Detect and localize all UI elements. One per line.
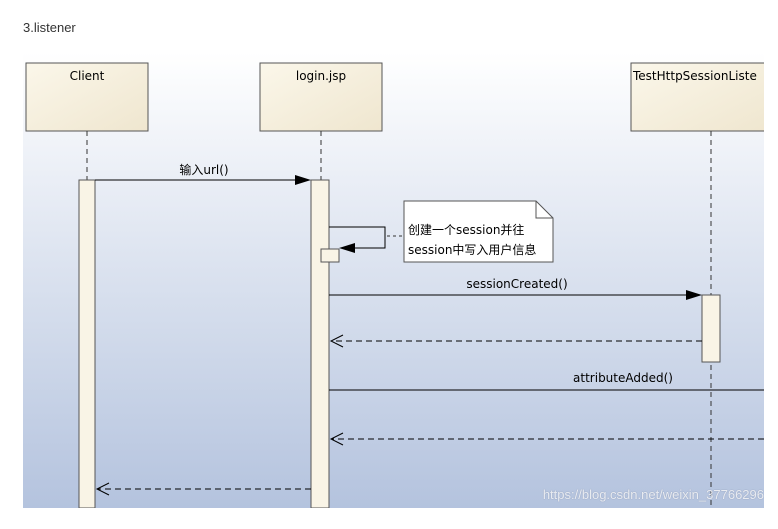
message-self-call [329,226,386,253]
message-session-created: sessionCreated() [329,277,702,300]
lifeline-client-box [25,62,149,132]
lifeline-login-jsp-box [259,62,383,132]
lifeline-client-label: Client [70,69,105,83]
lifeline-login-jsp: login.jsp [259,62,383,132]
lifeline-listener: TestHttpSessionListe [630,62,764,132]
note-line-2: session中写入用户信息 [408,242,536,257]
section-heading: 3.listener [23,20,76,35]
login-self-activation [320,248,340,263]
return-to-client [95,482,311,496]
client-activation-bar [78,179,96,508]
login-activation-bar [310,179,330,508]
listener-activation-bar [701,294,721,363]
lifeline-login-jsp-label: login.jsp [296,69,346,83]
message-session-created-label: sessionCreated() [466,277,567,291]
lifeline-listener-label: TestHttpSessionListe [632,69,757,83]
message-attribute-added: attributeAdded() [329,371,764,391]
note: 创建一个session并往 session中写入用户信息 [403,200,554,263]
return-from-attribute-added [329,432,764,446]
message-input-url-label: 输入url() [179,162,228,177]
message-attribute-added-label: attributeAdded() [573,371,673,385]
lifeline-listener-box [630,62,764,132]
lifeline-client: Client [25,62,149,132]
note-line-1: 创建一个session并往 [408,222,524,237]
return-from-session-created [329,334,702,348]
watermark: https://blog.csdn.net/weixin_37766296 [542,487,764,502]
message-input-url: 输入url() [95,162,311,185]
sequence-diagram: Client login.jsp TestHttpSessionListe 输入… [23,52,764,508]
